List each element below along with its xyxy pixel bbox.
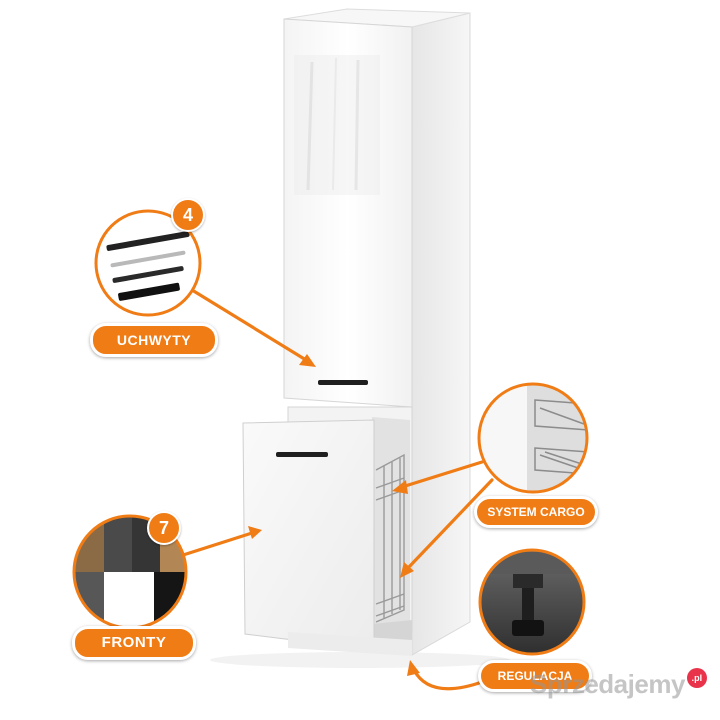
watermark-logo: Sprzedajemy.pl [530, 668, 707, 700]
handles-label: UCHWYTY [90, 323, 218, 357]
arrow-handles [190, 288, 308, 362]
drawer-handle-icon [276, 452, 328, 457]
callout-arrows [178, 288, 494, 691]
arrow-cargo-bottom [406, 478, 494, 570]
fronts-label: FRONTY [72, 626, 196, 660]
foot-detail [478, 548, 586, 656]
front-count-badge: 7 [147, 511, 181, 545]
watermark-suffix: .pl [686, 668, 707, 688]
adjustment-label: REGULACJA [478, 660, 592, 692]
cargo-basket [375, 453, 405, 623]
watermark-text: Sprzedajemy [530, 669, 685, 699]
arrow-cargo-top [400, 460, 484, 489]
arrow-regulation [412, 668, 484, 691]
cabinet [210, 8, 510, 668]
arrow-fronts [178, 531, 254, 558]
handle-count-badge: 4 [171, 198, 205, 232]
cargo-detail [477, 382, 589, 494]
upper-door-handle-icon [318, 380, 368, 385]
cargo-label: SYSTEM CARGO [474, 496, 598, 528]
handles-detail [94, 209, 202, 317]
